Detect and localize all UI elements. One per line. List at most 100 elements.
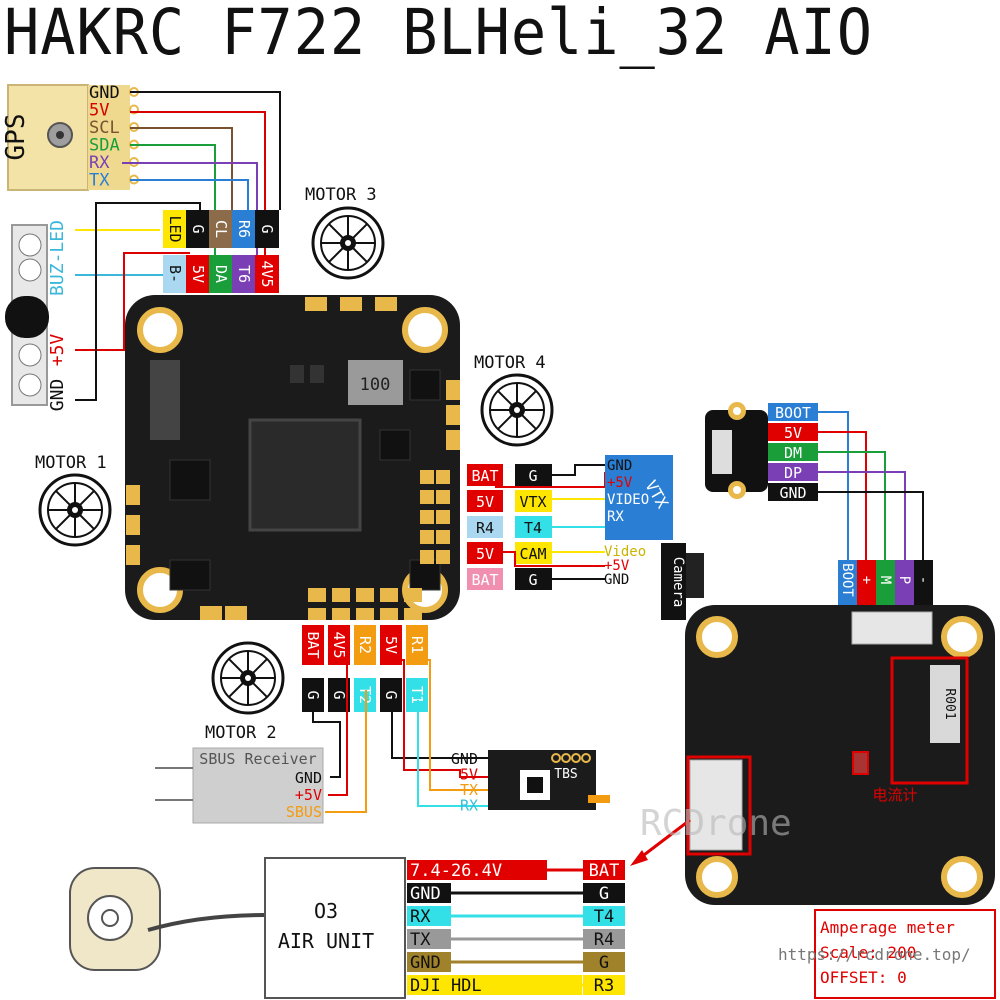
vtx-module: VTX [605, 455, 673, 540]
usb-port-pin--: - [915, 576, 931, 584]
vtx-pin-gnd: GND [607, 458, 632, 474]
usb-pin-boot: BOOT [775, 404, 811, 422]
solder-pad [420, 470, 434, 484]
inductor-mark: 100 [360, 375, 391, 395]
o3-row-right-swatch [583, 860, 625, 880]
o3-row-right-label: R3 [594, 976, 614, 996]
pad-box [255, 210, 279, 248]
board-back-view: R001 电流计 [630, 605, 995, 905]
solder-pad [308, 608, 326, 620]
usb-pin-box [768, 483, 818, 501]
receiver-wires [312, 659, 488, 813]
pad-box [328, 625, 350, 665]
camera-pin-gnd: GND [604, 572, 629, 588]
o3-row-right-label: T4 [594, 907, 614, 927]
pad-box [406, 625, 428, 665]
pad-label-r6: R6 [235, 220, 253, 238]
motor-label: MOTOR 1 [35, 453, 107, 473]
pad-label-g: G [304, 690, 322, 699]
usb-port-box [838, 560, 857, 610]
solder-pad [436, 530, 450, 544]
usb-pin-dp: DP [784, 464, 802, 482]
solder-pad [436, 490, 450, 504]
fc-solder-pads [126, 297, 460, 620]
gps-label: GPS [1, 114, 31, 161]
pad-label-da: DA [212, 265, 230, 283]
vtx-pad-left [467, 568, 503, 590]
mcu-chip [248, 418, 362, 532]
pad-label-g: G [258, 224, 276, 233]
o3-row-left-label: DJI HDL [410, 976, 482, 996]
vtx-pad-right-label: VTX [519, 493, 546, 511]
o3-label-line1: O3 [314, 899, 338, 923]
solder-pad [356, 608, 374, 620]
usb-port-pin-M: M [877, 576, 893, 584]
pad-label-5v: 5V [189, 265, 207, 283]
amperage-line: OFFSET: 0 [820, 968, 907, 987]
o3-air-unit: O3 AIR UNIT [264, 857, 406, 999]
motor-label: MOTOR 2 [205, 723, 277, 743]
motor-icon [311, 206, 385, 280]
usb-port-pin-BOOT: BOOT [839, 563, 855, 597]
solder-pad [305, 297, 327, 311]
pad-box [186, 255, 210, 293]
tbs-pin-rx: RX [460, 797, 478, 815]
pad-box [163, 210, 187, 248]
o3-row-left-label: RX [410, 907, 431, 927]
solder-pad [332, 608, 350, 620]
camera-module: Camera [661, 543, 704, 620]
vtx-pad-left [467, 542, 503, 564]
usb-port-box [895, 560, 914, 610]
solder-pad [420, 490, 434, 504]
solder-pad [225, 606, 247, 620]
solder-pad [332, 588, 350, 602]
vtx-pad-right-label: G [528, 467, 537, 485]
tbs-receiver: TBS [488, 750, 610, 810]
tbs-pin-5v: 5V [460, 766, 478, 784]
gps-pin-gnd: GND [89, 83, 120, 103]
solder-pad [436, 550, 450, 564]
pad-label-g: G [330, 690, 348, 699]
pad-box [232, 210, 256, 248]
pad-box [354, 625, 376, 665]
usb-port-pin-P: P [896, 576, 912, 584]
gps-pin-sda: SDA [89, 136, 120, 156]
vtx-pad-left [467, 516, 503, 538]
usb-port-pin-+: + [858, 576, 874, 584]
solder-pad [308, 588, 326, 602]
usb-wires [818, 411, 924, 560]
sbus-pin-sbus: SBUS [286, 803, 322, 821]
pad-box [302, 678, 324, 712]
solder-pad [356, 588, 374, 602]
pad-box [232, 255, 256, 293]
o3-row-left-label: 7.4-26.4V [410, 861, 502, 881]
vtx-pad-right [515, 464, 552, 486]
solder-pad [420, 510, 434, 524]
vtx-pad-right [515, 568, 552, 590]
usb-pin-box [768, 403, 818, 421]
o3-label-line2: AIR UNIT [278, 929, 374, 953]
camera-pin-video: Video [604, 544, 646, 560]
vtx-pin-video: VIDEO [607, 492, 649, 508]
tbs-pin-gnd: GND [451, 750, 478, 768]
flight-controller-board: 100 [125, 295, 460, 620]
pad-box [186, 210, 210, 248]
vtx-pin-rx: RX [607, 509, 624, 525]
pad-box [209, 210, 233, 248]
sbus-pin-+5v: +5V [295, 786, 322, 804]
usb-pin-box [768, 443, 818, 461]
solder-pad [126, 545, 140, 565]
pad-box [302, 625, 324, 665]
solder-pad [340, 297, 362, 311]
motor-label: MOTOR 4 [474, 353, 546, 373]
usb-board [705, 402, 768, 499]
vtx-pad-right [515, 516, 552, 538]
solder-pad [200, 606, 222, 620]
